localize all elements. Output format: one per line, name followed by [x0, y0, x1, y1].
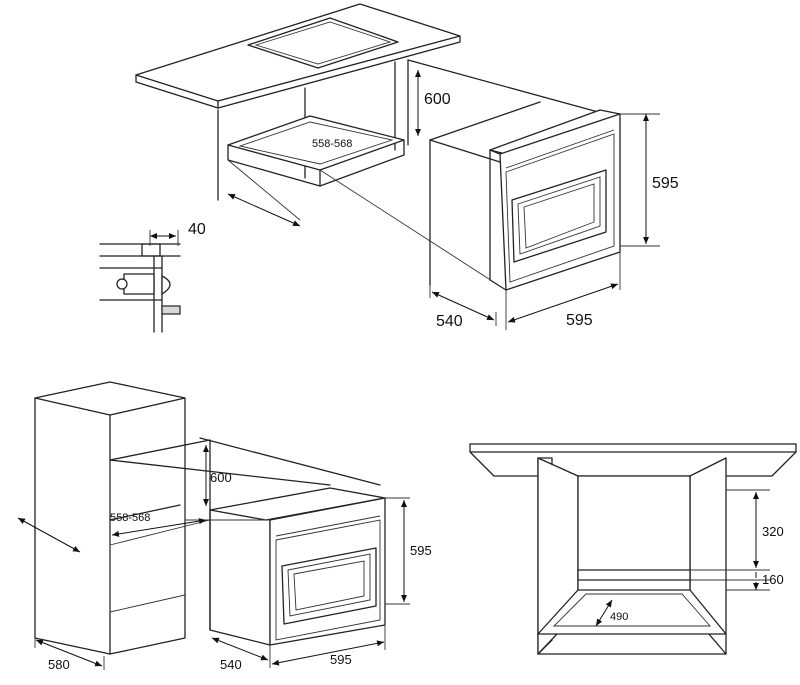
label-right-490: 490: [610, 611, 628, 623]
mounting-detail: 40: [99, 221, 206, 333]
countertop: [135, 3, 461, 109]
label-right-160: 160: [762, 572, 784, 587]
tall-cabinet-diagram: 600 558-568 595 580 540 595: [17, 381, 432, 672]
label-top-oven-height: 595: [652, 175, 679, 192]
oven-top: [489, 109, 621, 291]
label-left-540: 540: [220, 657, 242, 672]
label-top-inner: 558-568: [312, 138, 352, 150]
label-top-width: 595: [566, 312, 593, 329]
dim-top-540: 540: [429, 285, 497, 330]
top-diagram: 600 558-568 595 540 595: [135, 3, 679, 330]
label-left-inner: 558-568: [110, 512, 150, 524]
label-left-595: 595: [330, 652, 352, 667]
label-left-600: 600: [210, 470, 232, 485]
dim-top-600: 600: [415, 70, 451, 136]
cabinet-cutout: [217, 59, 621, 286]
label-top-depth: 540: [436, 313, 463, 330]
dim-top-595-width: 595: [505, 252, 621, 330]
dim-top-595-height: 595: [643, 114, 679, 244]
label-left-oven-height: 595: [410, 543, 432, 558]
label-right-320: 320: [762, 524, 784, 539]
dim-top-inner: 558-568: [312, 138, 352, 150]
front-view-diagram: 320 160 490: [469, 443, 797, 655]
label-left-580: 580: [48, 657, 70, 672]
label-detail-40: 40: [188, 221, 206, 238]
label-top-600: 600: [424, 91, 451, 108]
